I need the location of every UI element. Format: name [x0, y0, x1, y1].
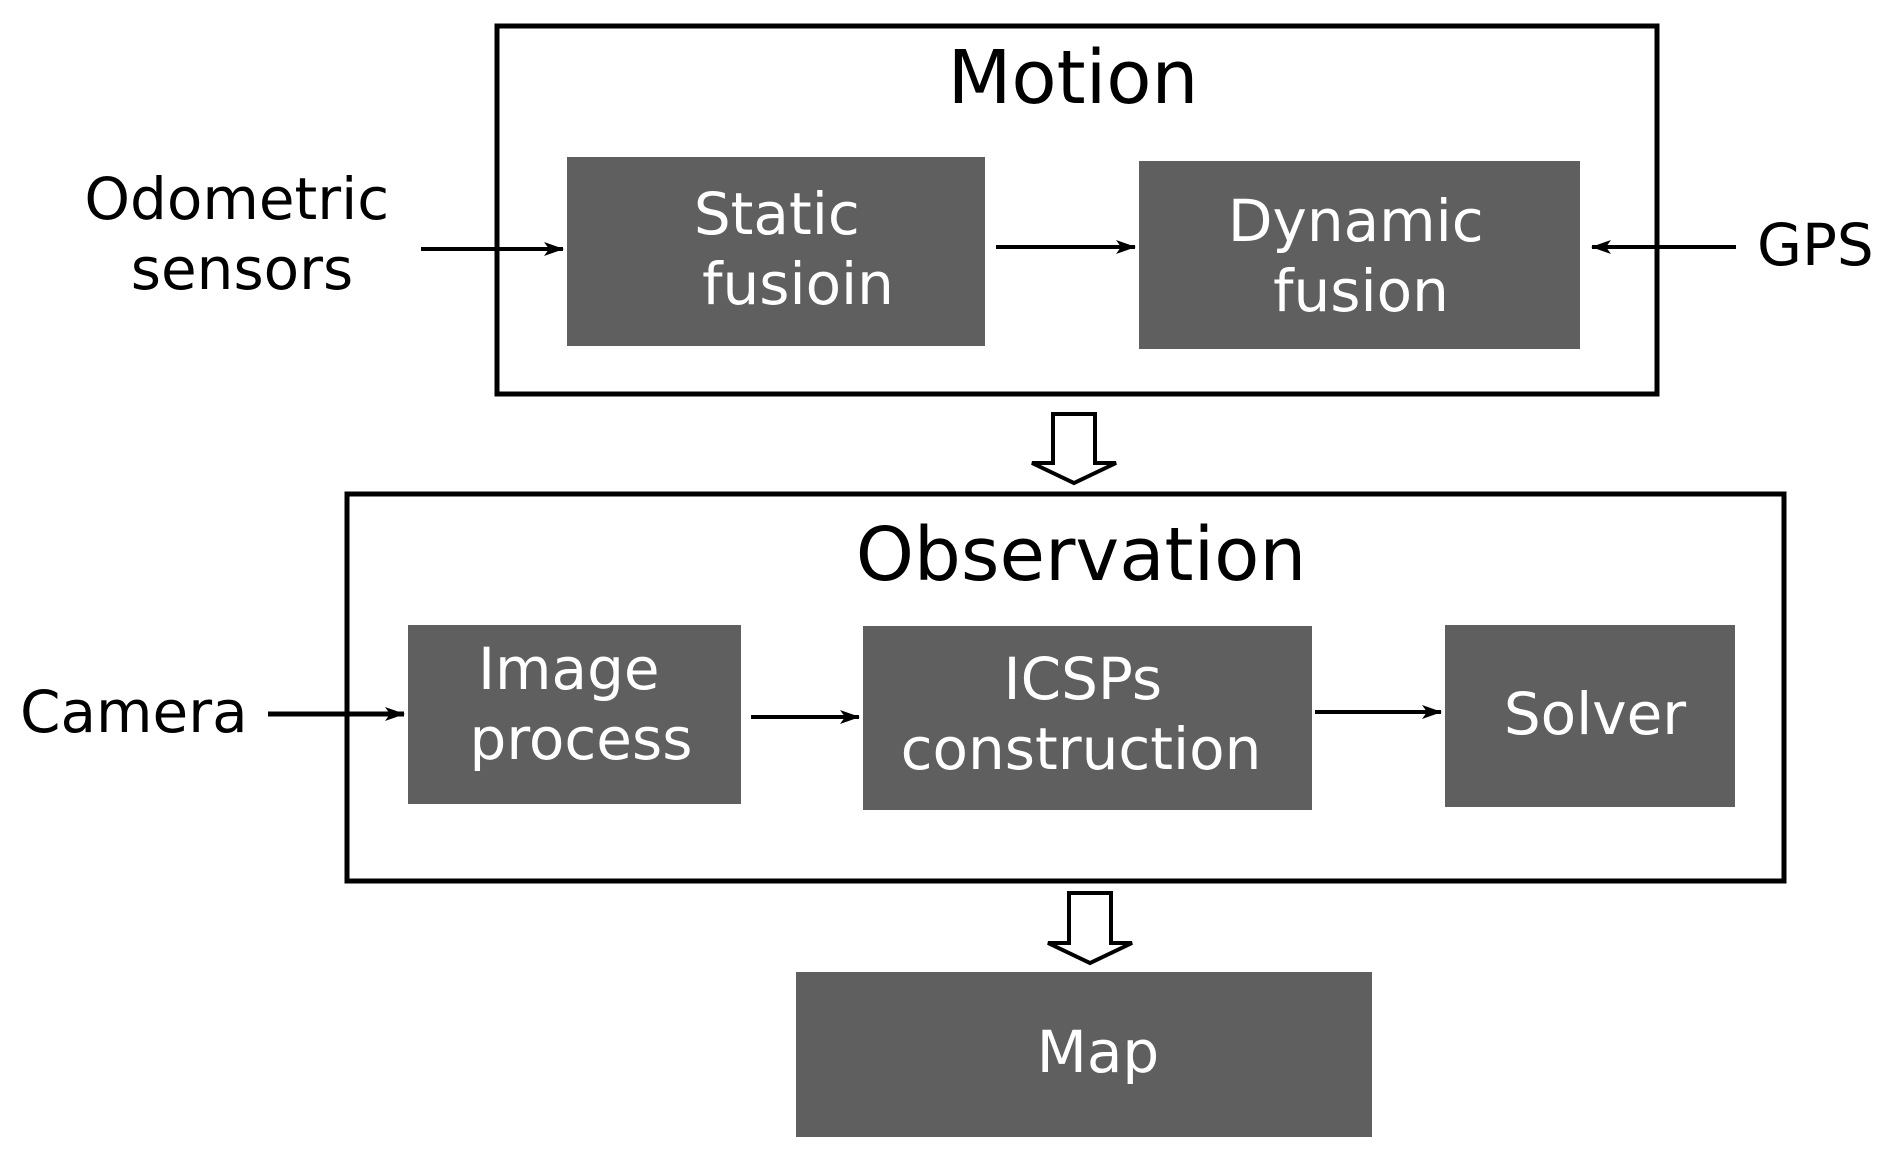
- image-process-label-line2: process: [470, 705, 693, 773]
- dynamic-fusion-label-line2: fusion: [1273, 257, 1449, 325]
- icsps-construction-box: [863, 626, 1312, 810]
- map-box: [796, 972, 1372, 1137]
- observation-to-map-hollow-arrow: [1047, 891, 1133, 966]
- static-fusion-box: [567, 157, 985, 346]
- odometric-sensors-label-line2: sensors: [131, 235, 353, 303]
- dynamic-fusion-label: Dynamic fusion: [1228, 187, 1502, 325]
- static-fusion-label-line1: Static: [694, 180, 860, 248]
- observation-group: Observation Image process ICSPs construc…: [344, 491, 1787, 884]
- motion-to-observation-hollow-arrow: [1031, 412, 1117, 486]
- motion-group-title: Motion: [948, 35, 1199, 121]
- image-process-label-line1: Image: [478, 635, 660, 703]
- static-fusion-label: Static fusioin: [694, 180, 894, 318]
- motion-group: Motion Static fusioin Dynamic fusion: [494, 23, 1660, 397]
- dynamic-fusion-label-line1: Dynamic: [1228, 187, 1484, 255]
- motion-group-frame: [494, 23, 1660, 397]
- dynamic-fusion-box: [1139, 161, 1580, 349]
- gps-label: GPS: [1757, 211, 1874, 279]
- solver-box: [1445, 625, 1735, 807]
- observation-group-title: Observation: [856, 512, 1307, 598]
- static-fusion-label-line2: fusioin: [702, 250, 894, 318]
- icsps-construction-label-line2: construction: [901, 715, 1262, 783]
- odometric-sensors-label-line1: Odometric: [84, 165, 389, 233]
- camera-label: Camera: [20, 678, 248, 746]
- map-label: Map: [1037, 1018, 1159, 1086]
- odometric-sensors-label: Odometric sensors: [84, 165, 407, 303]
- solver-label: Solver: [1504, 680, 1686, 748]
- observation-group-frame: [344, 491, 1787, 884]
- image-process-box: [408, 625, 741, 804]
- icsps-construction-label: ICSPs construction: [901, 645, 1262, 783]
- image-process-label: Image process: [470, 635, 693, 773]
- icsps-construction-label-line1: ICSPs: [1003, 645, 1162, 713]
